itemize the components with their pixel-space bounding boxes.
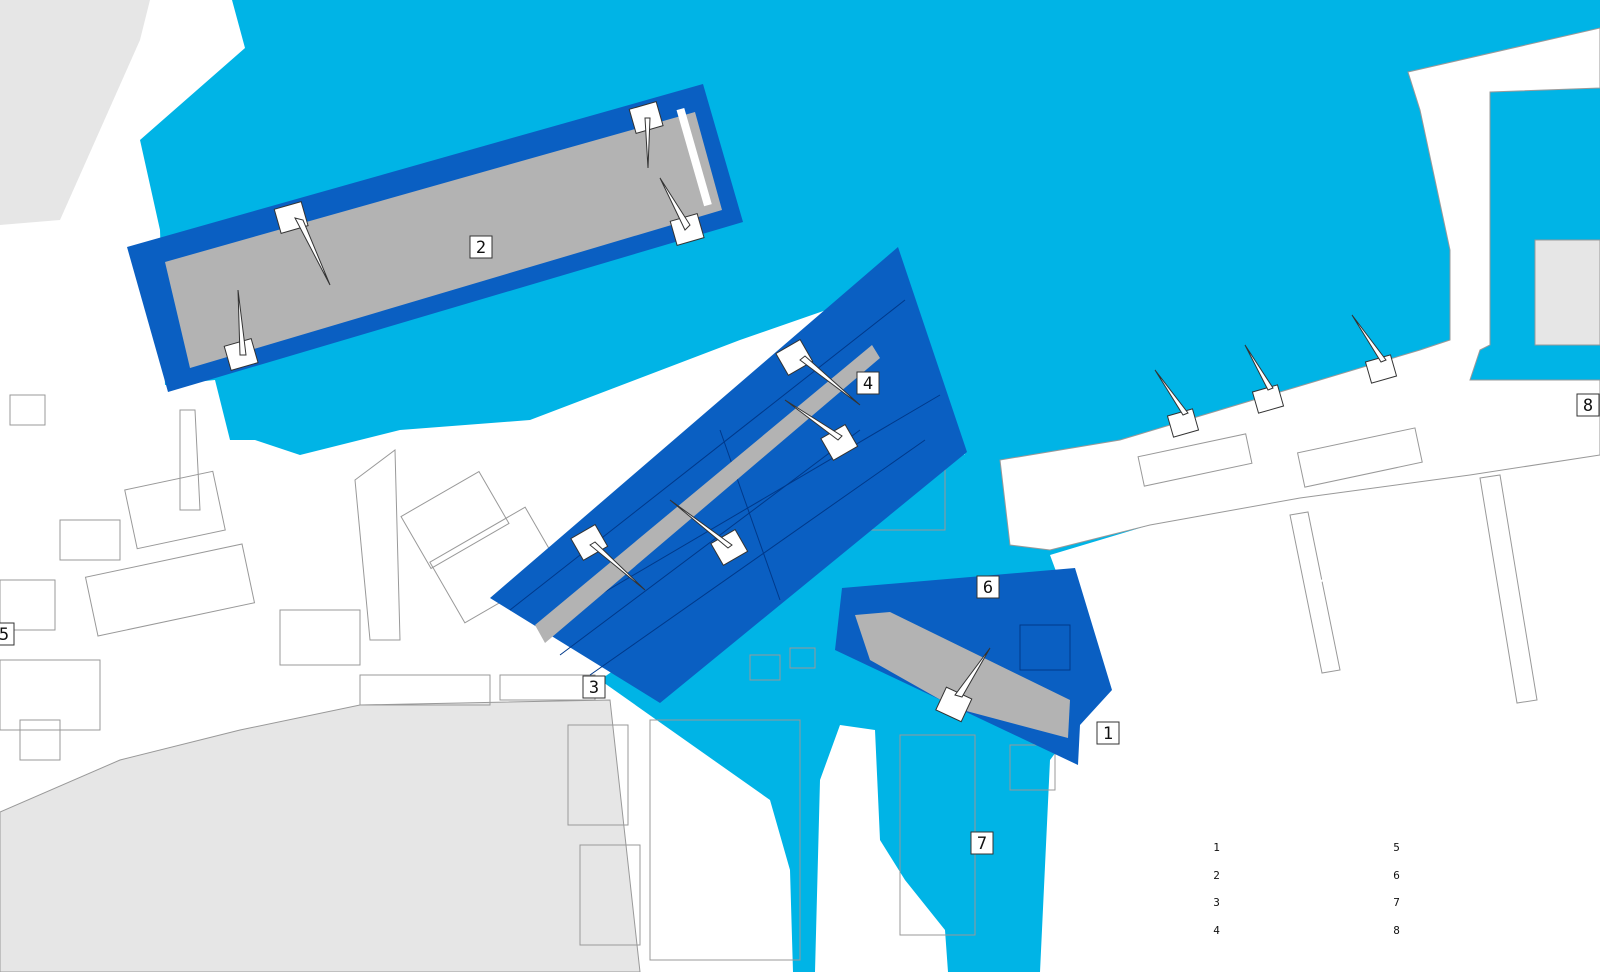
slipway-gantries [589,355,861,591]
bottom-built-area [0,699,641,972]
marker-6[interactable]: 6 [976,575,1000,599]
svg-text:2: 2 [476,238,486,258]
dock-4-gantries [237,117,691,356]
marker-4[interactable]: 4 [856,371,880,395]
jetty-2 [1479,474,1538,704]
svg-text:8: 8 [1583,396,1593,416]
marker-5[interactable]: 5 [0,622,15,646]
pier-gantries [1154,314,1398,438]
crane-track-2 [179,409,201,511]
marker-3[interactable]: 3 [582,675,606,699]
svg-text:7: 7 [977,834,987,854]
left-built-area [0,0,150,225]
svg-text:6: 6 [983,578,993,598]
jetty-1 [1289,511,1341,674]
dock-4-floor [165,112,722,368]
pier-building [1534,239,1600,346]
slipway-lines [509,299,941,676]
right-pier [999,27,1600,551]
marker-1[interactable]: 1 [1096,721,1120,745]
crane-track [354,449,401,641]
marker-8[interactable]: 8 [1576,393,1600,417]
svg-text:5: 5 [0,625,9,645]
svg-text:4: 4 [863,374,873,394]
dock-1-floor [855,612,1070,738]
dock-1-gantry [954,647,991,698]
canteen-building [1019,624,1071,671]
svg-text:3: 3 [589,678,599,698]
svg-text:1: 1 [1103,724,1113,744]
marker-2[interactable]: 2 [469,235,493,259]
marker-7[interactable]: 7 [970,831,994,855]
